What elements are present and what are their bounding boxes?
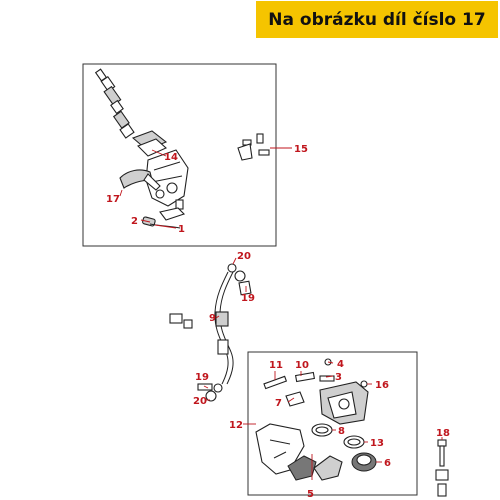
callout-20-lower: 20 <box>193 396 207 407</box>
callout-18: 18 <box>436 428 450 439</box>
callout-11: 11 <box>269 360 283 371</box>
callout-14: 14 <box>164 152 178 163</box>
callout-7: 7 <box>275 398 282 409</box>
caliper-drawing <box>255 358 377 481</box>
master-cylinder-frame <box>82 63 277 247</box>
callout-13: 13 <box>370 438 384 449</box>
brake-hose-drawing <box>169 263 252 402</box>
callout-15: 15 <box>294 144 308 155</box>
callout-12: 12 <box>229 420 243 431</box>
callout-16: 16 <box>375 380 389 391</box>
callout-19-lower: 19 <box>195 372 209 383</box>
callout-19-upper: 19 <box>241 293 255 304</box>
callout-10: 10 <box>295 360 309 371</box>
callout-6: 6 <box>384 458 391 469</box>
callout-17: 17 <box>106 194 120 205</box>
callout-5: 5 <box>307 489 314 500</box>
bolt-part-18-drawing <box>435 439 449 497</box>
callout-8: 8 <box>338 426 345 437</box>
callout-4: 4 <box>337 359 344 370</box>
callout-2: 2 <box>131 216 138 227</box>
callout-1: 1 <box>178 224 185 235</box>
part-number-banner: Na obrázku díl číslo 17 <box>256 1 498 38</box>
caliper-frame <box>247 351 418 496</box>
callout-3: 3 <box>335 372 342 383</box>
callout-20-upper: 20 <box>237 251 251 262</box>
callout-leader-lines <box>119 147 443 480</box>
master-cylinder-drawing <box>94 68 270 229</box>
callout-9: 9 <box>209 313 216 324</box>
